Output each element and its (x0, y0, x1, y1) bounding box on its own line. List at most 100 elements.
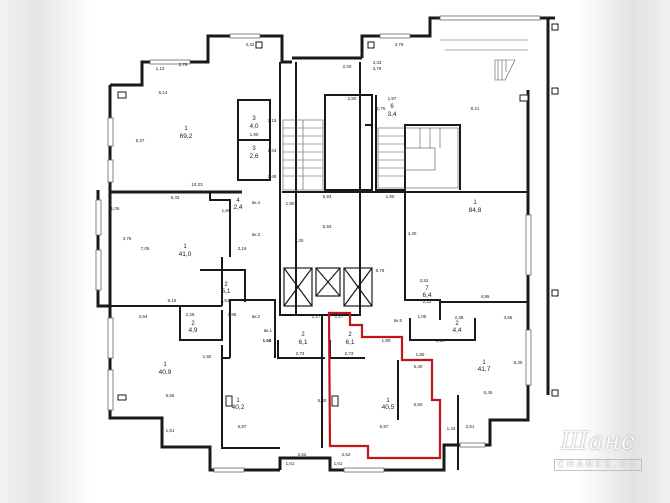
room-number: 1 (184, 126, 188, 132)
svg-text:1,80: 1,80 (416, 352, 425, 357)
svg-text:2: 2 (224, 282, 228, 288)
svg-text:6: 6 (390, 104, 394, 110)
svg-text:5,33: 5,33 (171, 195, 180, 200)
svg-text:4,9: 4,9 (188, 327, 197, 334)
svg-text:8,21: 8,21 (471, 106, 480, 111)
windows (95, 15, 541, 473)
svg-text:4,42: 4,42 (246, 42, 255, 47)
svg-text:1,48: 1,48 (268, 174, 277, 179)
svg-text:2,73: 2,73 (296, 351, 305, 356)
svg-text:1,13: 1,13 (156, 66, 165, 71)
svg-text:2,51: 2,51 (466, 424, 475, 429)
svg-text:3,33: 3,33 (373, 60, 382, 65)
svg-text:6,97: 6,97 (380, 424, 389, 429)
svg-text:84,8: 84,8 (469, 207, 482, 214)
svg-text:5,1: 5,1 (221, 288, 230, 295)
svg-text:7: 7 (425, 286, 429, 292)
svg-text:1,90: 1,90 (250, 132, 259, 137)
svg-text:1,64: 1,64 (263, 338, 272, 343)
columns (117, 23, 559, 407)
svg-text:6,1: 6,1 (345, 339, 354, 346)
svg-text:10,23: 10,23 (191, 182, 203, 187)
svg-text:3,65: 3,65 (504, 315, 513, 320)
svg-text:2,20: 2,20 (295, 238, 304, 243)
svg-text:6,55: 6,55 (166, 393, 175, 398)
svg-text:1: 1 (236, 398, 240, 404)
room-labels: 1 69,2 3 4,0 3 2,6 6 3,4 1 84,8 4 2,4 1 … (159, 104, 491, 411)
svg-text:вк.2: вк.2 (252, 314, 261, 319)
svg-text:4,30: 4,30 (408, 231, 417, 236)
svg-text:5,30: 5,30 (414, 364, 423, 369)
exterior-walls (96, 16, 555, 472)
svg-text:1,90: 1,90 (286, 201, 295, 206)
svg-text:1: 1 (482, 360, 486, 366)
svg-text:4: 4 (236, 198, 240, 204)
svg-text:3: 3 (252, 116, 256, 122)
svg-text:4,0: 4,0 (249, 123, 258, 130)
svg-text:2,51: 2,51 (221, 298, 230, 303)
svg-text:41,7: 41,7 (478, 366, 491, 373)
svg-text:1,44: 1,44 (268, 148, 277, 153)
svg-text:1,92: 1,92 (203, 354, 212, 359)
svg-text:1,61: 1,61 (286, 461, 295, 466)
svg-text:2,73: 2,73 (345, 351, 354, 356)
svg-text:1,97: 1,97 (388, 96, 397, 101)
svg-text:6,30: 6,30 (514, 360, 523, 365)
svg-text:6,40: 6,40 (318, 398, 327, 403)
svg-text:6,14: 6,14 (159, 90, 168, 95)
svg-text:1,61: 1,61 (334, 461, 343, 466)
svg-text:1,66: 1,66 (263, 338, 272, 343)
watermark-logo: Шанс (560, 427, 636, 455)
svg-text:2,38: 2,38 (455, 315, 464, 320)
svg-text:41,0: 41,0 (179, 251, 192, 258)
svg-text:1,06: 1,06 (111, 206, 120, 211)
blurred-background-left (0, 0, 92, 503)
svg-text:6,45: 6,45 (484, 390, 493, 395)
svg-text:2,78: 2,78 (179, 62, 188, 67)
svg-text:4,4: 4,4 (452, 327, 461, 334)
svg-text:40,9: 40,9 (159, 369, 172, 376)
svg-text:2: 2 (191, 321, 195, 327)
svg-text:1,80: 1,80 (382, 338, 391, 343)
svg-text:1: 1 (386, 398, 390, 404)
svg-text:1: 1 (183, 244, 187, 250)
svg-text:3: 3 (252, 146, 256, 152)
svg-text:2,52: 2,52 (420, 278, 429, 283)
interior-walls (110, 62, 528, 470)
svg-text:вк.5: вк.5 (394, 318, 403, 323)
svg-text:2,4: 2,4 (233, 204, 242, 211)
svg-text:1,05: 1,05 (418, 314, 427, 319)
svg-text:8,76: 8,76 (376, 268, 385, 273)
staircase-top-right (440, 39, 528, 81)
svg-text:3,76: 3,76 (123, 236, 132, 241)
svg-text:3,4: 3,4 (387, 111, 396, 118)
svg-text:1: 1 (473, 200, 477, 206)
svg-text:5,37: 5,37 (136, 138, 145, 143)
svg-text:3,76: 3,76 (373, 66, 382, 71)
svg-text:1,90: 1,90 (386, 194, 395, 199)
svg-text:3,10: 3,10 (436, 338, 445, 343)
svg-text:2,62: 2,62 (342, 452, 351, 457)
svg-text:1: 1 (163, 362, 167, 368)
svg-text:5,93: 5,93 (323, 194, 332, 199)
svg-text:7,05: 7,05 (141, 246, 150, 251)
svg-text:6,97: 6,97 (238, 424, 247, 429)
watermark-site: CHANCE.RU (553, 459, 643, 471)
svg-text:6,1: 6,1 (298, 339, 307, 346)
svg-text:вк.3: вк.3 (252, 232, 261, 237)
svg-text:5,93: 5,93 (323, 224, 332, 229)
svg-text:2: 2 (455, 321, 459, 327)
svg-text:2,15: 2,15 (268, 118, 277, 123)
highlighted-unit-outline (327, 311, 442, 460)
svg-text:3,19: 3,19 (238, 246, 247, 251)
svg-text:1,43: 1,43 (447, 426, 456, 431)
svg-text:2,22: 2,22 (423, 299, 432, 304)
svg-text:2,94: 2,94 (139, 314, 148, 319)
svg-text:2,80: 2,80 (348, 96, 357, 101)
svg-text:3,79: 3,79 (395, 42, 404, 47)
svg-text:4,95: 4,95 (481, 294, 490, 299)
elevator-shafts (283, 267, 373, 307)
svg-text:вк.4: вк.4 (252, 200, 261, 205)
svg-text:6,4: 6,4 (422, 292, 431, 299)
